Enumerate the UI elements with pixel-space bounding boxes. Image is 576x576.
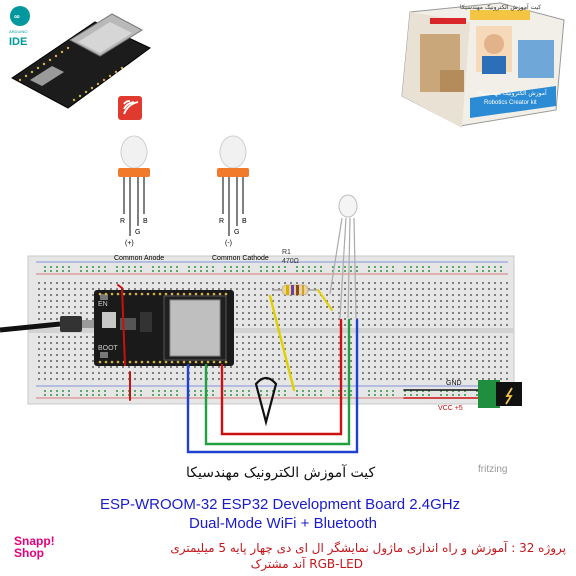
cathode-pin-g: G — [234, 229, 239, 236]
svg-text:∞: ∞ — [14, 12, 20, 21]
usb-cable — [0, 316, 94, 333]
gnd-label: GND — [446, 380, 462, 387]
product-box-photo — [401, 2, 565, 128]
snapp-shop-logo: Snapp! Shop — [14, 535, 55, 559]
led-common-cathode: R G B (-) Common Cathode — [212, 135, 269, 262]
led-common-anode: R G B (+) Common Anode — [114, 135, 164, 262]
anode-pin-g: G — [135, 229, 140, 236]
anode-pin-r: R — [120, 218, 125, 225]
vcc-label: VCC +5 — [438, 405, 463, 412]
project-line-2: RGB-LED آند مشترک — [250, 557, 363, 571]
anode-label: Common Anode — [114, 255, 164, 262]
en-label: EN — [98, 301, 108, 308]
arduino-small-text: ARDUINO — [9, 29, 27, 34]
footer-title-fa: کیت آموزش الکترونیک مهندسیکا — [186, 465, 376, 481]
shop-text: Shop — [14, 546, 44, 560]
arduino-ide-text: IDE — [9, 36, 27, 48]
boot-label: BOOT — [98, 345, 119, 352]
anode-pin-b: B — [143, 218, 148, 225]
cathode-pin-b: B — [242, 218, 247, 225]
box-footer-text: آموزش الکترونیک مهندسیکا — [478, 90, 547, 97]
resistor-value: 470Ω — [282, 258, 299, 265]
arduino-logo: ∞ ARDUINO IDE — [9, 6, 30, 48]
power-jack: GND VCC +5 — [438, 380, 522, 412]
rgb-led-breadboard — [329, 194, 358, 319]
esp32-module: EN BOOT — [94, 290, 234, 366]
cathode-pin-r: R — [219, 218, 224, 225]
project-line-1: پروژه 32 : آموزش و راه اندازی ماژول نمای… — [170, 541, 566, 555]
esp32-board-photo — [11, 13, 151, 109]
espressif-logo — [118, 96, 142, 120]
footer-line-1: ESP-WROOM-32 ESP32 Development Board 2.4… — [100, 496, 461, 513]
resistor-r1: R1 470Ω — [272, 249, 318, 296]
snapp-text: Snapp! — [14, 534, 55, 548]
cathode-label: Common Cathode — [212, 255, 269, 262]
box-side-text: Robotics Creator kit — [484, 100, 537, 106]
box-top-text: کیت آموزش الکترونیک مهندسیکا — [460, 4, 542, 11]
anode-polarity: (+) — [125, 240, 134, 247]
footer-line-2: Dual-Mode WiFi + Bluetooth — [189, 515, 377, 532]
fritzing-watermark: fritzing — [478, 464, 507, 475]
cathode-polarity: (-) — [225, 240, 232, 247]
wires — [117, 284, 481, 454]
resistor-name: R1 — [282, 249, 291, 256]
